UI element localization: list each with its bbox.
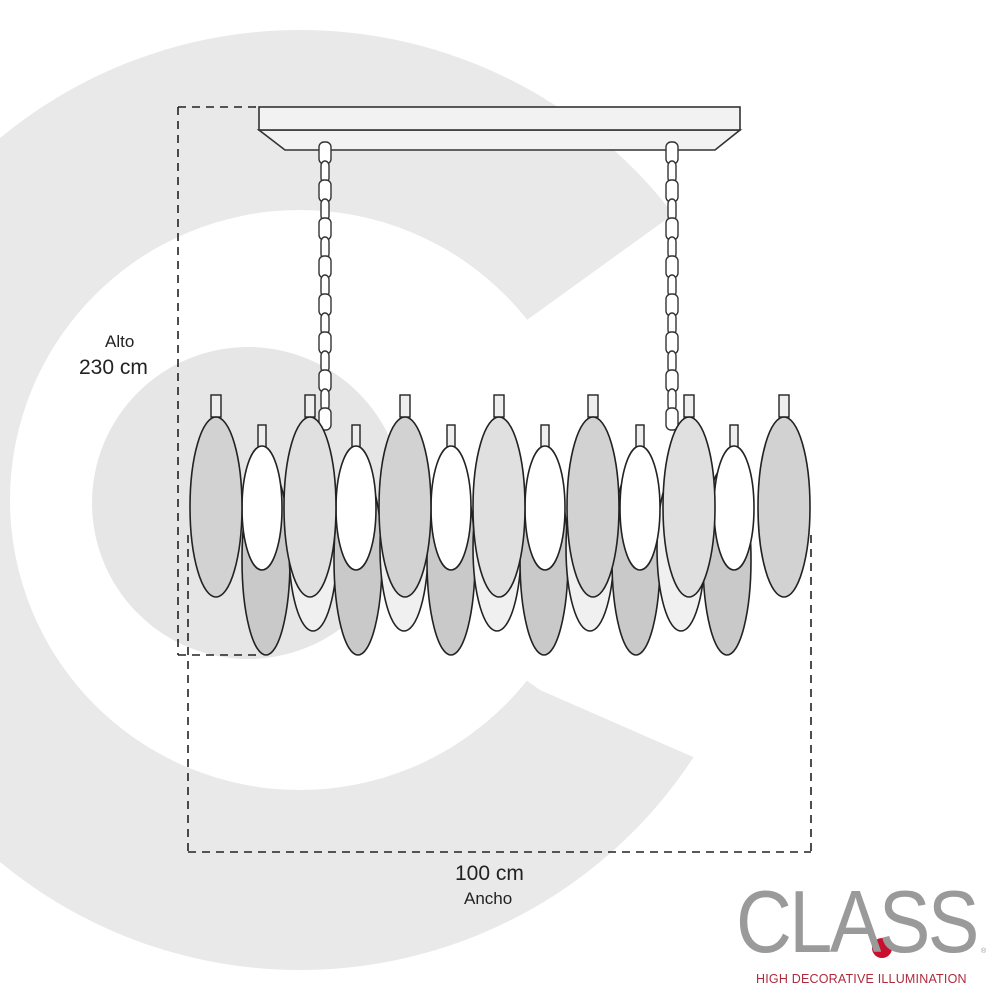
chain-link [665,407,679,431]
pendant-cap [635,424,645,448]
height-dimension-lines [177,106,262,656]
chain-link [318,407,332,431]
pendant-cap [683,394,695,418]
width-label: Ancho [464,889,513,908]
pendant-disc [472,416,526,598]
height-label: Alto [105,332,135,351]
pendant-cap [778,394,790,418]
pendant-cap [351,424,361,448]
ceiling-canopy [256,106,743,151]
pendant-cap [493,394,505,418]
large-pendants [189,394,811,598]
width-value: 100 cm [455,862,524,885]
logo-wordmark: CLASS [736,872,979,971]
pendant-disc [378,416,432,598]
width-dimension-lines [187,535,812,853]
pendant-cap [729,424,739,448]
pendant-disc [619,445,661,571]
pendant-cap [257,424,267,448]
pendant-disc [335,445,377,571]
pendant-cap [304,394,316,418]
pendant-disc [713,445,755,571]
small-pendants [241,424,755,571]
pendant-disc [524,445,566,571]
logo-red-dot [872,938,892,958]
pendant-disc [241,445,283,571]
pendant-disc [757,416,811,598]
pendant-cap [210,394,222,418]
pendant-disc [566,416,620,598]
pendant-cap [399,394,411,418]
pendant-disc [189,416,243,598]
pendant-disc [283,416,337,598]
registered-mark: ® [981,948,987,955]
pendant-disc [662,416,716,598]
pendant-disc [430,445,472,571]
suspension-chains [318,141,679,431]
logo-tagline: HIGH DECORATIVE ILLUMINATION [756,972,967,986]
pendant-cap [540,424,550,448]
height-value: 230 cm [79,356,148,379]
pendant-cap [587,394,599,418]
pendant-cap [446,424,456,448]
